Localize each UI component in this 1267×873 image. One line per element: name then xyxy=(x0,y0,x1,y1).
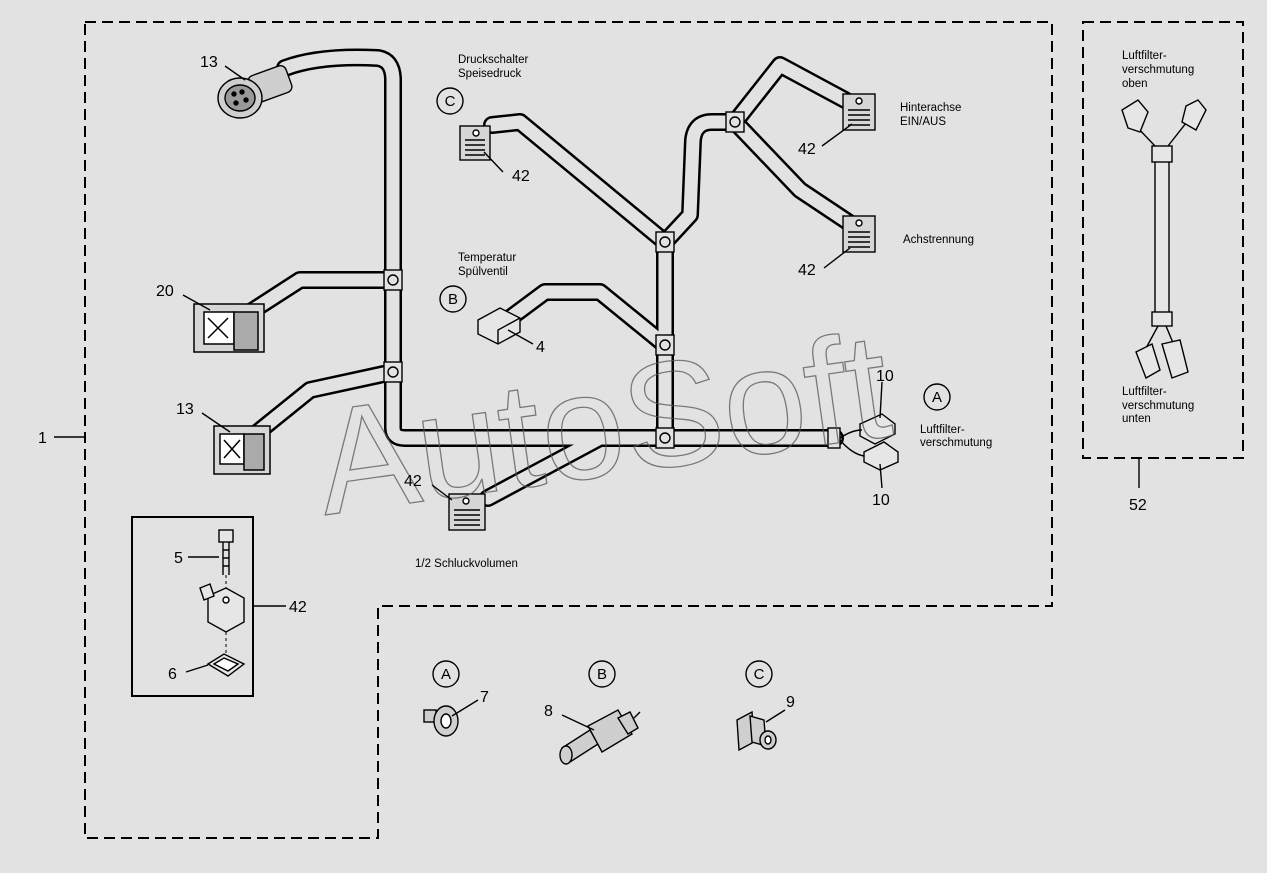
sensor-7-icon xyxy=(423,705,459,737)
callout-42-hinterachse: 42 xyxy=(798,141,816,158)
callout-42-schluckvolumen: 42 xyxy=(404,473,422,490)
label-oben-line2: verschmutung xyxy=(1122,64,1194,76)
callout-13-lower: 13 xyxy=(176,401,194,418)
label-luftfilter-line2: verschmutung xyxy=(920,437,992,449)
callout-20: 20 xyxy=(156,283,174,300)
callout-42-druckschalter: 42 xyxy=(512,168,530,185)
connector-13-icon xyxy=(213,425,271,475)
label-unten-line2: verschmutung xyxy=(1122,400,1194,412)
label-hinterachse-line1: Hinterachse xyxy=(900,102,961,114)
valve-connector-42-schluckvolumen-icon xyxy=(448,493,486,531)
air-filter-cable-52-icon xyxy=(1121,99,1207,380)
label-achstrennung: Achstrennung xyxy=(903,234,974,246)
callout-5: 5 xyxy=(174,550,183,567)
callout-42-detail: 42 xyxy=(289,599,307,616)
plug-4-icon xyxy=(477,307,521,345)
callout-42-achstrennung: 42 xyxy=(798,262,816,279)
round-connector-13-icon xyxy=(217,64,293,119)
junction-clips xyxy=(383,111,841,449)
harness-tubes xyxy=(229,48,857,507)
label-unten-line1: Luftfilter- xyxy=(1122,386,1167,398)
label-oben-line3: oben xyxy=(1122,78,1148,90)
label-oben-line1: Luftfilter- xyxy=(1122,50,1167,62)
sensor-8-icon xyxy=(559,709,641,765)
assembly-52-boundary xyxy=(1082,21,1244,459)
detail-42-parts xyxy=(199,529,246,677)
connector-20-icon xyxy=(193,303,265,353)
marker-c-sensor: C xyxy=(754,666,765,683)
callout-6: 6 xyxy=(168,666,177,683)
valve-connector-42-druckschalter-icon xyxy=(459,125,491,161)
label-temperatur-line1: Temperatur xyxy=(458,252,516,264)
circle-markers-harness xyxy=(436,87,951,411)
label-hinterachse-line2: EIN/AUS xyxy=(900,116,946,128)
circle-markers-sensors xyxy=(432,660,773,688)
label-unten-line3: unten xyxy=(1122,413,1151,425)
label-temperatur-line2: Spülventil xyxy=(458,266,508,278)
callout-4: 4 xyxy=(536,339,545,356)
label-druckschalter-line1: Druckschalter xyxy=(458,54,528,66)
callout-8: 8 xyxy=(544,703,553,720)
label-luftfilter-line1: Luftfilter- xyxy=(920,424,965,436)
callout-10-lower: 10 xyxy=(872,492,890,509)
callout-10-upper: 10 xyxy=(876,368,894,385)
callout-52: 52 xyxy=(1129,497,1147,514)
callout-7: 7 xyxy=(480,689,489,706)
label-schluckvolumen: 1/2 Schluckvolumen xyxy=(415,558,518,570)
callout-numbers: 1 13 20 13 42 42 42 42 42 4 10 10 5 6 7 … xyxy=(38,54,1147,720)
valve-connector-42-hinterachse-icon xyxy=(842,93,876,131)
component-labels: Druckschalter Speisedruck Hinterachse EI… xyxy=(415,50,1194,570)
callout-1: 1 xyxy=(38,430,47,447)
callout-13-top: 13 xyxy=(200,54,218,71)
marker-a-harness: A xyxy=(932,389,942,406)
callout-9: 9 xyxy=(786,694,795,711)
sensor-9-icon xyxy=(736,710,777,752)
valve-connector-42-icons xyxy=(448,93,876,531)
marker-a-sensor: A xyxy=(441,666,451,683)
bolt-5-icon xyxy=(218,529,234,543)
marker-b-sensor: B xyxy=(597,666,607,683)
plug-10-icons xyxy=(839,413,899,471)
marker-c-harness: C xyxy=(445,93,456,110)
marker-b-harness: B xyxy=(448,291,458,308)
valve-connector-42-achstrennung-icon xyxy=(842,215,876,253)
detail-42-box xyxy=(131,516,254,697)
leader-lines xyxy=(54,65,1140,731)
label-druckschalter-line2: Speisedruck xyxy=(458,68,522,80)
